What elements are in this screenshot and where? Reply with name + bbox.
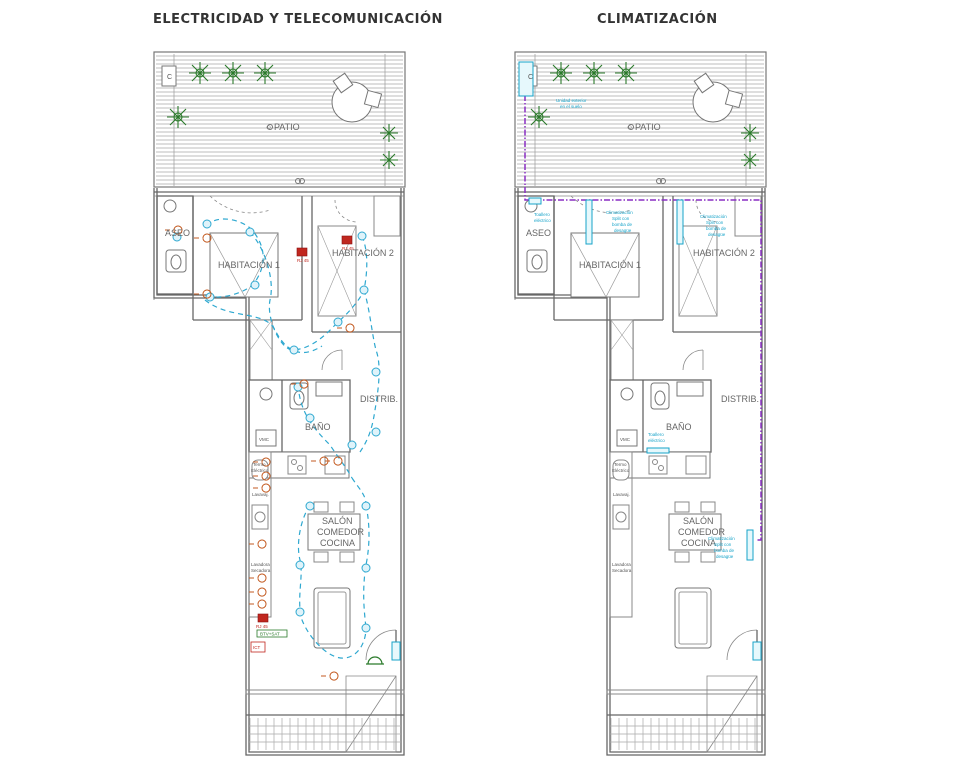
rj45-label: RJ 45: [297, 258, 309, 263]
box-c-label: C: [167, 74, 172, 81]
vmc-label-right: VMC: [620, 437, 631, 442]
climate-plan-title: CLIMATIZACIÓN: [597, 12, 718, 27]
room-label-habitacion1-right: HABITACIÓN 1: [579, 260, 641, 270]
split-label-3: Climatización: [708, 536, 735, 541]
termo-label-2-right: Eléctrico: [612, 468, 630, 473]
towel-rail-label: Toallero: [534, 212, 550, 217]
towel-rail-icon: [646, 447, 670, 454]
split-label-1: Climatización: [606, 210, 633, 215]
outdoor-unit-icon: [518, 61, 534, 97]
room-label-cocina: COCINA: [320, 538, 355, 548]
split-ac-icon: [746, 529, 754, 561]
room-label-salon-right: SALÓN: [683, 516, 714, 526]
light-point-icon: [172, 219, 381, 633]
room-label-aseo-right: ASEO: [526, 228, 551, 238]
lighting-circuit-6: [297, 504, 367, 659]
room-label-cocina-right: COCINA: [681, 538, 716, 548]
doorbell-icon: [366, 656, 384, 665]
split-ac-icon: [676, 199, 684, 245]
towel-rail-label-2: eléctrico: [534, 218, 551, 223]
split-label-2: Climatización: [700, 214, 727, 219]
split-label-3d: desagüe: [716, 554, 734, 559]
lavavaj-label-right: Lavavaj.: [613, 492, 630, 497]
split-label-3b: Split con: [714, 542, 732, 547]
termo-label-2: Eléctrico: [251, 468, 269, 473]
room-label-bano: BAÑO: [305, 422, 331, 432]
lighting-circuit-5: [297, 384, 353, 479]
room-label-habitacion2-right: HABITACIÓN 2: [693, 248, 755, 258]
tv-sat-label: BTV+SAT: [260, 632, 280, 637]
termo-label: Termo: [253, 462, 266, 467]
room-label-comedor: COMEDOR: [317, 527, 365, 537]
lighting-circuit-1: [206, 218, 264, 298]
split-label-2b: Split con: [706, 220, 724, 225]
room-label-comedor-right: COMEDOR: [678, 527, 726, 537]
towel-rail-label-bath-2: eléctrico: [648, 438, 665, 443]
electricity-floor-plan: RJ 45 RJ 45 RJ 45 BTV+SAT ICT: [153, 51, 406, 756]
towel-rail-icon: [528, 197, 542, 205]
rj45-icon: [341, 235, 353, 245]
room-label-salon: SALÓN: [322, 516, 353, 526]
split-label-1d: desagüe: [614, 228, 632, 233]
rj45-label: RJ 45: [342, 246, 354, 251]
outdoor-unit-label: Unidad exterior: [556, 98, 587, 103]
rj45-label: RJ 45: [256, 624, 268, 629]
split-label-1b: Split con: [612, 216, 630, 221]
electricity-plan-title: ELECTRICIDAD Y TELECOMUNICACIÓN: [153, 12, 443, 27]
lighting-circuit-2: [249, 231, 365, 351]
room-label-patio-right: ○ PATIO: [627, 122, 661, 132]
rj45-icon: [296, 247, 308, 257]
room-label-habitacion2: HABITACIÓN 2: [332, 248, 394, 258]
climate-floor-plan: [514, 51, 767, 756]
lavadora-label-right: Lavadora: [612, 562, 631, 567]
split-label-3c: bomba de: [714, 548, 735, 553]
room-label-distrib: DISTRIB.: [360, 394, 398, 404]
room-label-bano-right: BAÑO: [666, 422, 692, 432]
lighting-circuit-4: [359, 235, 380, 453]
secadora-label-right: Secadora: [612, 568, 632, 573]
room-label-patio: ○ PATIO: [266, 122, 300, 132]
split-label-2c: bomba de: [706, 226, 727, 231]
secadora-label: Secadora: [251, 568, 271, 573]
split-ac-icon: [585, 199, 593, 245]
vmc-label: VMC: [259, 437, 270, 442]
room-label-distrib-right: DISTRIB.: [721, 394, 759, 404]
lavadora-label: Lavadora: [251, 562, 270, 567]
room-label-aseo: ASEO: [165, 228, 190, 238]
ict-label: ICT: [253, 645, 261, 650]
towel-rail-label-bath: Toallero: [648, 432, 664, 437]
rj45-icon: [257, 613, 269, 623]
lighting-circuit-8: [351, 477, 367, 506]
outdoor-unit-label-2: en el suelo: [560, 104, 582, 109]
room-label-habitacion1: HABITACIÓN 1: [218, 260, 280, 270]
refrigerant-line: [524, 72, 762, 541]
termo-label-right: Termo: [614, 462, 627, 467]
socket-icon: [165, 225, 355, 681]
split-label-2d: desagüe: [708, 232, 726, 237]
split-label-1c: bomba de: [612, 222, 633, 227]
box-c-label-right: C: [528, 74, 533, 81]
lavavaj-label: Lavavaj.: [252, 492, 269, 497]
